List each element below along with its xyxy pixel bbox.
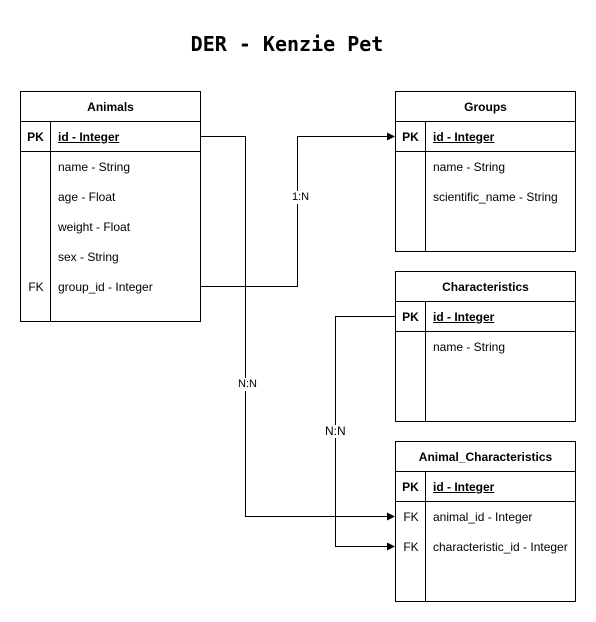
field-row: FK characteristic_id - Integer — [396, 532, 575, 562]
entity-animal-characteristics-fields: FK animal_id - Integer FK characteristic… — [396, 502, 575, 601]
pk-field: id - Integer — [433, 479, 495, 494]
edge-animals-animal-characteristics — [201, 136, 395, 521]
pk-field: id - Integer — [433, 309, 495, 324]
pk-field: id - Integer — [433, 129, 495, 144]
entity-characteristics-pk-row: PK id - Integer — [396, 302, 575, 332]
entity-animals-fields: name - String age - Float weight - Float… — [21, 152, 200, 321]
pk-label: PK — [21, 122, 51, 151]
entity-characteristics-title: Characteristics — [396, 272, 575, 302]
entity-animal-characteristics-title: Animal_Characteristics — [396, 442, 575, 472]
field-name: name - String — [433, 340, 506, 354]
relation-label-animals-animal-characteristics: N:N — [237, 378, 258, 391]
pk-label: PK — [396, 122, 426, 151]
pk-field: id - Integer — [58, 129, 120, 144]
field-row: name - String — [396, 152, 575, 182]
entity-animals[interactable]: Animals PK id - Integer name - String ag… — [20, 91, 201, 322]
key-label: FK — [403, 540, 419, 554]
field-name: age - Float — [58, 190, 116, 204]
field-row: age - Float — [21, 182, 200, 212]
field-row: weight - Float — [21, 212, 200, 242]
relation-label-characteristics-animal-characteristics: N:N — [324, 424, 347, 438]
field-name: scientific_name - String — [433, 190, 558, 204]
entity-characteristics-fields: name - String — [396, 332, 575, 421]
key-label: FK — [28, 280, 44, 294]
field-row: name - String — [21, 152, 200, 182]
field-name: animal_id - Integer — [433, 510, 533, 524]
entity-groups[interactable]: Groups PK id - Integer name - String sci… — [395, 91, 576, 252]
relation-label-animals-groups: 1:N — [291, 191, 311, 204]
entity-groups-title: Groups — [396, 92, 575, 122]
edge-animals-groups — [201, 132, 395, 287]
entity-groups-pk-row: PK id - Integer — [396, 122, 575, 152]
field-name: name - String — [433, 160, 506, 174]
field-name: characteristic_id - Integer — [433, 540, 568, 554]
entity-animals-pk-row: PK id - Integer — [21, 122, 200, 152]
field-row: sex - String — [21, 242, 200, 272]
field-name: sex - String — [58, 250, 119, 264]
field-name: name - String — [58, 160, 131, 174]
entity-animal-characteristics-pk-row: PK id - Integer — [396, 472, 575, 502]
entity-animal-characteristics[interactable]: Animal_Characteristics PK id - Integer F… — [395, 441, 576, 602]
diagram-title: DER - Kenzie Pet — [190, 32, 384, 56]
pk-label: PK — [396, 472, 426, 501]
pk-label: PK — [396, 302, 426, 331]
entity-animals-title: Animals — [21, 92, 200, 122]
field-row: scientific_name - String — [396, 182, 575, 212]
field-name: group_id - Integer — [58, 280, 153, 294]
field-row: FK animal_id - Integer — [396, 502, 575, 532]
field-name: weight - Float — [58, 220, 131, 234]
entity-characteristics[interactable]: Characteristics PK id - Integer name - S… — [395, 271, 576, 422]
entity-groups-fields: name - String scientific_name - String — [396, 152, 575, 251]
field-row: FK group_id - Integer — [21, 272, 200, 302]
key-label: FK — [403, 510, 419, 524]
field-row: name - String — [396, 332, 575, 362]
